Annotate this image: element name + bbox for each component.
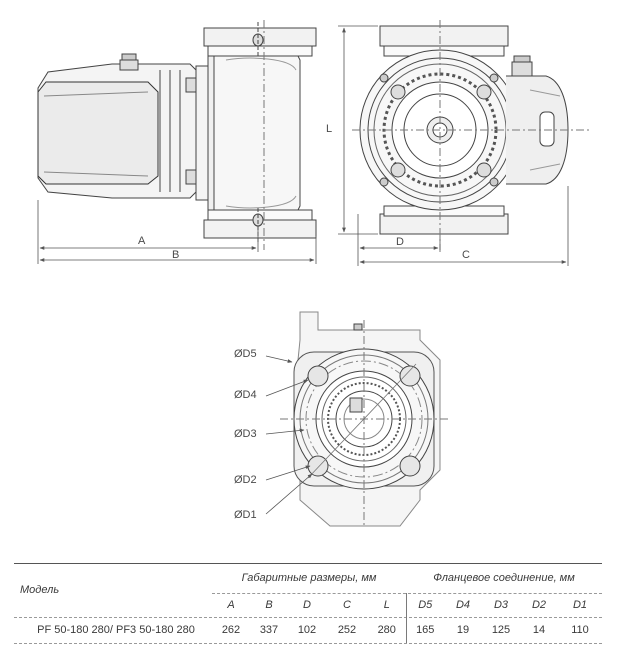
flange-d1-label: ØD1 (234, 509, 257, 521)
dimension-lines-side (37, 200, 317, 264)
table-group-header-row: Модель Габаритные размеры, мм Фланцевое … (14, 563, 602, 596)
col-header-d3: D3 (493, 599, 509, 611)
table-header-rule (14, 617, 602, 618)
flange-leader-lines (265, 355, 313, 515)
table-column-header-row: A B D C L D5 D4 D3 D2 D1 (14, 593, 602, 617)
pump-side-view (37, 20, 317, 250)
dim-l-label: L (326, 123, 332, 135)
dim-d-label: D (396, 236, 404, 248)
value-c: 252 (337, 624, 357, 636)
value-d: 102 (297, 624, 317, 636)
col-header-d2: D2 (531, 599, 547, 611)
value-a: 262 (221, 624, 241, 636)
col-header-d4: D4 (455, 599, 471, 611)
value-b: 337 (259, 624, 279, 636)
dimensions-group-header: Габаритные размеры, мм (241, 572, 377, 584)
table-top-rule (14, 563, 602, 564)
col-header-c: C (343, 599, 351, 611)
model-cell: PF 50-180 280/ PF3 50-180 280 (37, 624, 195, 636)
col-header-d5: D5 (405, 593, 444, 617)
col-header-d: D (303, 599, 311, 611)
flange-d2-label: ØD2 (234, 474, 257, 486)
spec-table: Модель Габаритные размеры, мм Фланцевое … (14, 563, 602, 643)
col-header-d1: D1 (572, 599, 588, 611)
col-header-b: B (265, 599, 273, 611)
dim-a-label: A (138, 235, 146, 247)
flange-d3-label: ØD3 (234, 428, 257, 440)
flange-group-header: Фланцевое соединение, мм (433, 572, 575, 584)
value-d5: 165 (405, 617, 444, 643)
col-header-a: A (227, 599, 235, 611)
table-bottom-rule (14, 643, 602, 644)
value-l: 280 (377, 624, 396, 636)
value-d2: 14 (532, 624, 546, 636)
dim-b-label: B (172, 249, 179, 261)
model-header: Модель (20, 584, 60, 596)
flange-view (280, 311, 450, 528)
flange-d4-label: ØD4 (234, 389, 257, 401)
technical-drawings: A B (37, 20, 590, 528)
pump-front-view (352, 20, 590, 250)
dimension-lines-front (338, 25, 569, 266)
table-row: PF 50-180 280/ PF3 50-180 280 262 337 10… (14, 617, 602, 643)
value-d4: 19 (456, 624, 470, 636)
dim-c-label: C (462, 249, 470, 261)
flange-d5-label: ØD5 (234, 348, 257, 360)
col-header-l: L (383, 599, 390, 611)
value-d3: 125 (491, 624, 511, 636)
value-d1: 110 (571, 624, 589, 636)
